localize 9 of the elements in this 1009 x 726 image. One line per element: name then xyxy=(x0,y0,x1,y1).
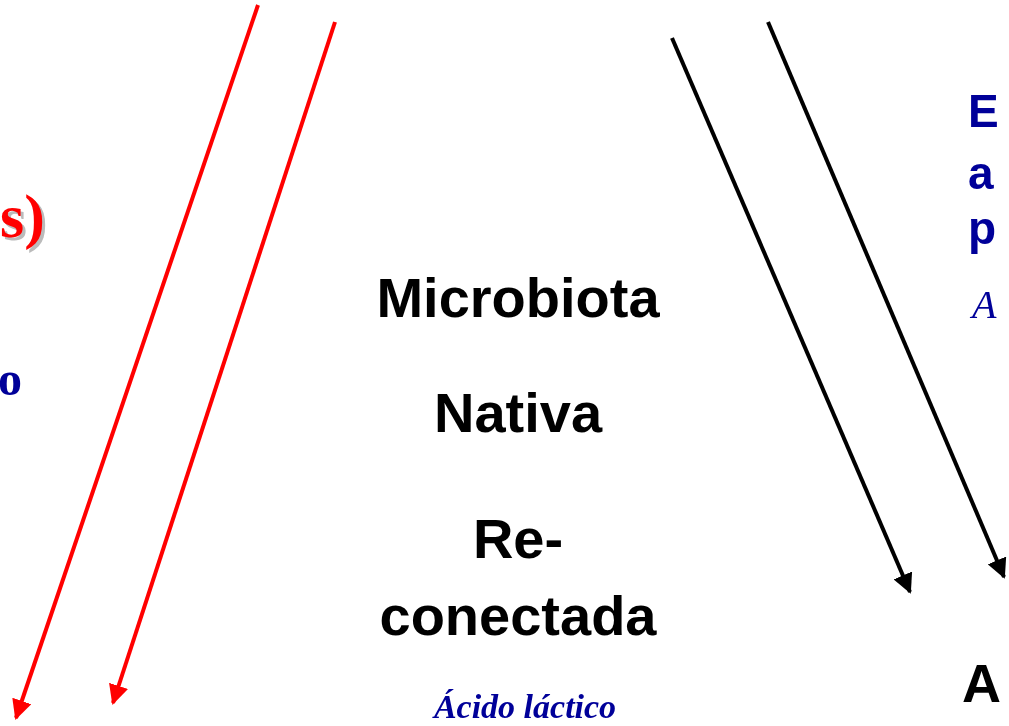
label-text: A xyxy=(972,285,997,325)
label-text: A xyxy=(962,656,1001,710)
label-text: E xyxy=(968,88,999,134)
label-text: Nativa xyxy=(432,385,604,441)
label-text: o xyxy=(0,355,22,403)
label-text: Re- conectada xyxy=(378,506,658,650)
label-text: Microbiota xyxy=(375,270,661,326)
label-text: Ácido láctico xyxy=(431,690,618,724)
label-text: a xyxy=(968,150,994,196)
